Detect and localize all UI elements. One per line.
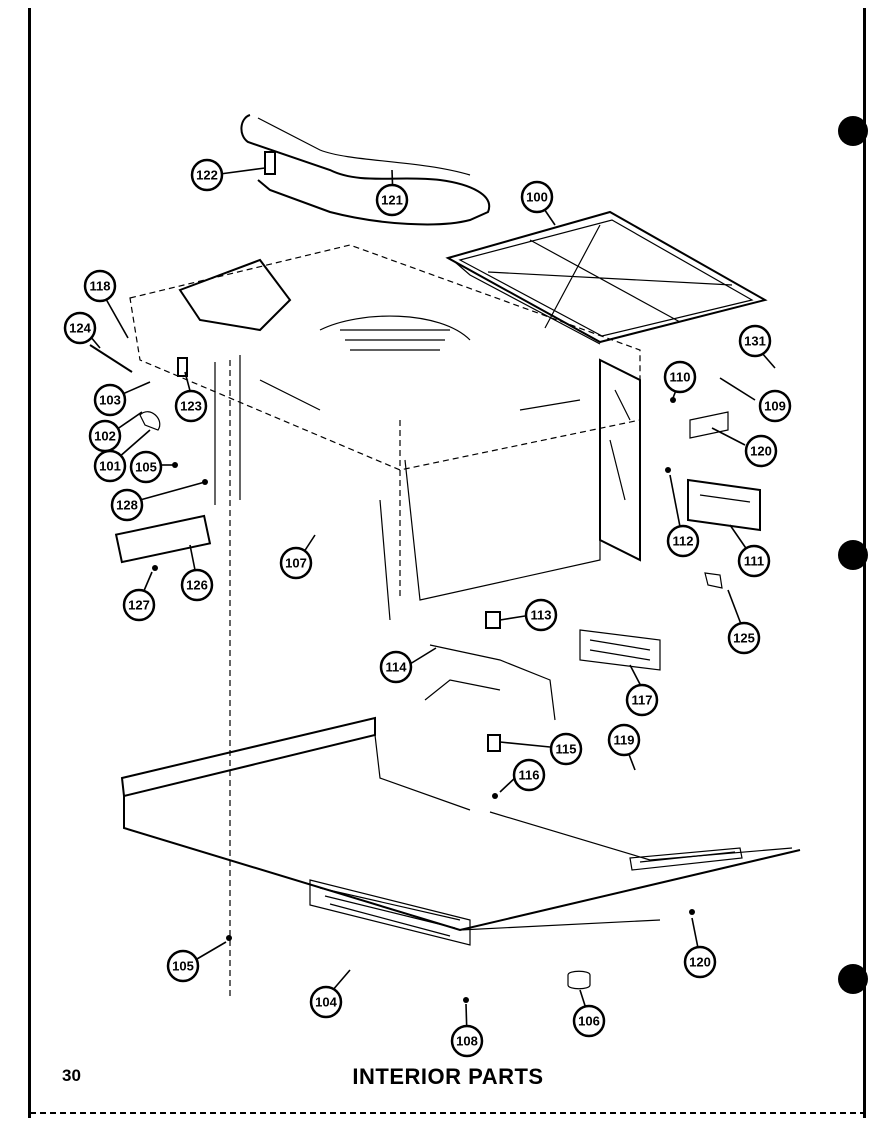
svg-text:122: 122 <box>196 168 218 183</box>
callout-131: 131 <box>738 324 772 358</box>
callout-122: 122 <box>190 158 224 192</box>
callout-117: 117 <box>625 683 659 717</box>
svg-text:124: 124 <box>69 321 91 336</box>
binder-hole-middle <box>838 540 868 570</box>
callout-108: 108 <box>450 1024 484 1058</box>
binder-hole-top <box>838 116 868 146</box>
callout-104: 104 <box>309 985 343 1019</box>
callout-118: 118 <box>83 269 117 303</box>
svg-text:102: 102 <box>94 429 116 444</box>
svg-text:100: 100 <box>526 190 548 205</box>
callout-103: 103 <box>93 383 127 417</box>
svg-text:108: 108 <box>456 1034 478 1049</box>
svg-text:101: 101 <box>99 459 121 474</box>
cover-part <box>240 114 491 226</box>
callout-115: 115 <box>549 732 583 766</box>
callout-124: 124 <box>63 311 97 345</box>
callout-125: 125 <box>727 621 761 655</box>
tray-part <box>445 210 768 345</box>
svg-text:128: 128 <box>116 498 138 513</box>
page-number: 30 <box>62 1066 81 1085</box>
svg-text:127: 127 <box>128 598 150 613</box>
callout-126: 126 <box>180 568 214 602</box>
callout-105-upper: 105 <box>129 450 163 484</box>
small-parts <box>89 344 761 1003</box>
svg-text:120: 120 <box>689 955 711 970</box>
leader-lines <box>84 167 776 1038</box>
svg-text:106: 106 <box>578 1014 600 1029</box>
svg-text:114: 114 <box>386 660 408 675</box>
svg-text:126: 126 <box>186 578 208 593</box>
callout-110: 110 <box>663 360 697 394</box>
svg-text:104: 104 <box>315 995 337 1010</box>
callout-106: 106 <box>572 1004 606 1038</box>
callout-113: 113 <box>524 598 558 632</box>
callout-120-lower: 120 <box>683 945 717 979</box>
svg-text:109: 109 <box>764 399 786 414</box>
svg-text:119: 119 <box>614 733 635 748</box>
cavity-part <box>129 244 641 1000</box>
callout-127: 127 <box>122 588 156 622</box>
svg-text:111: 111 <box>744 554 764 569</box>
svg-text:107: 107 <box>285 556 307 571</box>
callout-107: 107 <box>279 546 313 580</box>
svg-text:105: 105 <box>135 460 157 475</box>
callout-101: 101 <box>93 449 127 483</box>
svg-text:123: 123 <box>180 399 202 414</box>
callout-120-upper: 120 <box>744 434 778 468</box>
svg-text:131: 131 <box>744 334 766 349</box>
svg-text:121: 121 <box>381 193 403 208</box>
svg-text:116: 116 <box>519 768 540 783</box>
svg-text:120: 120 <box>750 444 772 459</box>
callout-128: 128 <box>110 488 144 522</box>
callout-116: 116 <box>512 758 546 792</box>
callout-121: 121 <box>375 183 409 217</box>
callout-102: 102 <box>88 419 122 453</box>
callout-109: 109 <box>758 389 792 423</box>
callout-119: 119 <box>607 723 641 757</box>
base-part <box>120 716 801 946</box>
svg-text:110: 110 <box>670 370 691 385</box>
page-title: INTERIOR PARTS <box>352 1064 544 1089</box>
svg-text:113: 113 <box>531 608 552 623</box>
callout-114: 114 <box>379 650 413 684</box>
svg-text:105: 105 <box>172 959 194 974</box>
svg-text:118: 118 <box>90 279 111 294</box>
svg-text:103: 103 <box>99 393 121 408</box>
svg-text:125: 125 <box>733 631 755 646</box>
page-bottom-edge <box>30 1112 866 1117</box>
callout-105-lower: 105 <box>166 949 200 983</box>
binder-hole-bottom <box>838 964 868 994</box>
svg-text:115: 115 <box>556 742 577 757</box>
svg-text:112: 112 <box>673 534 694 549</box>
svg-text:117: 117 <box>632 693 653 708</box>
callout-100: 100 <box>520 180 554 214</box>
callout-123: 123 <box>174 389 208 423</box>
callout-111: 111 <box>737 544 771 578</box>
callout-112: 112 <box>666 524 700 558</box>
